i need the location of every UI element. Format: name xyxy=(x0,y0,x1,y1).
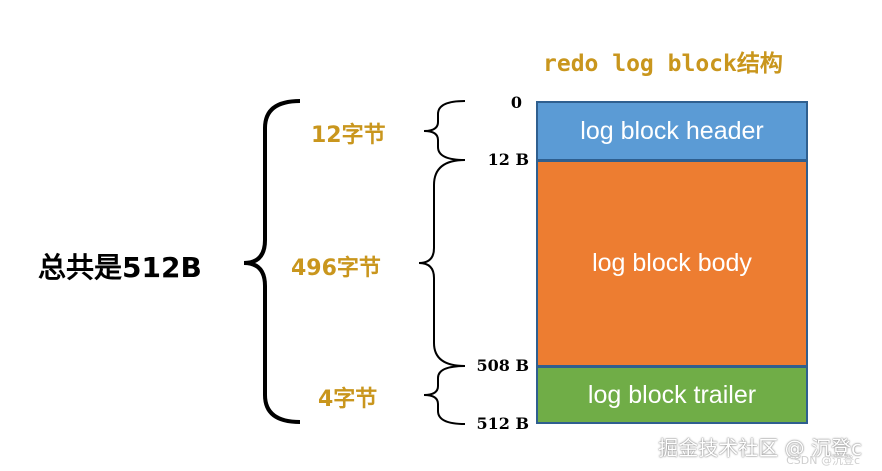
segment-label: log block body xyxy=(592,249,752,277)
watermark: 掘金技术社区 @ 沉登c xyxy=(658,436,862,460)
watermark-small: CSDN @沉登c xyxy=(786,454,860,467)
offset-label: 0 xyxy=(510,93,522,112)
total-size-label: 总共是512B xyxy=(38,251,202,284)
header-brace xyxy=(423,100,466,161)
segment-label: log block trailer xyxy=(587,380,757,409)
segment-label: log block header xyxy=(580,116,764,145)
block-body-segment: log block body xyxy=(536,160,808,367)
body-size-label: 496字节 xyxy=(291,256,381,281)
offset-label: 508 B xyxy=(476,356,530,375)
offset-label: 12 B xyxy=(487,150,529,169)
diagram-title: redo log block结构 xyxy=(543,51,783,77)
trailer-size-label: 4字节 xyxy=(318,387,378,412)
body-brace xyxy=(418,159,466,367)
block-trailer-segment: log block trailer xyxy=(536,366,808,424)
trailer-brace xyxy=(423,365,466,425)
header-size-label: 12字节 xyxy=(311,123,386,148)
offset-label: 512 B xyxy=(476,414,530,433)
total-brace xyxy=(243,99,301,424)
block-header-segment: log block header xyxy=(536,101,808,161)
